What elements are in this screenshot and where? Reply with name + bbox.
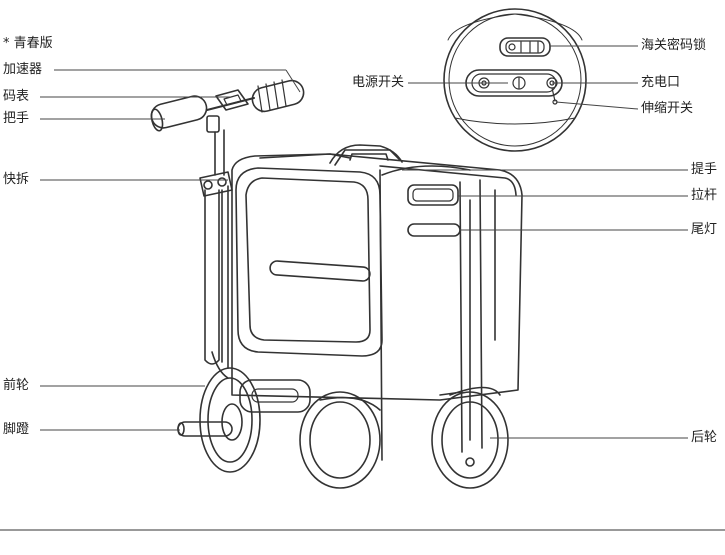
stem-and-quick-release (199, 171, 233, 379)
tail-light-part (407, 223, 461, 237)
label-accelerator: 加速器 (3, 62, 43, 77)
leader-accelerator-tip (285, 69, 301, 93)
label-speedometer: 码表 (3, 89, 30, 104)
label-charge-port: 充电口 (641, 75, 681, 90)
label-footrest: 脚蹬 (3, 422, 30, 437)
label-rear-wheel: 后轮 (691, 430, 718, 445)
label-front-wheel: 前轮 (3, 378, 30, 393)
pull-rod-part (407, 184, 459, 206)
front-wheel-part (199, 367, 261, 473)
suitcase-body (231, 153, 523, 461)
customs-lock-part (499, 37, 551, 57)
middle-wheel-part (299, 391, 381, 489)
label-handlebar: 把手 (3, 111, 30, 126)
leader-telescopic-switch (555, 101, 639, 110)
label-pull-rod: 拉杆 (691, 188, 718, 203)
footrest-part (177, 421, 233, 437)
switch-panel-part (465, 69, 563, 105)
label-telescopic-switch: 伸缩开关 (641, 101, 694, 116)
label-quick-release: 快拆 (3, 172, 30, 187)
carry-handle-part (329, 144, 403, 166)
label-tail-light: 尾灯 (691, 222, 718, 237)
front-grip-plate (239, 379, 311, 413)
label-customs-lock: 海关密码锁 (641, 38, 707, 53)
rear-wheel-part (431, 386, 509, 489)
variant-note: * 青春版 (3, 36, 53, 51)
label-power-switch: 电源开关 (351, 75, 404, 90)
handlebar-assembly (150, 79, 305, 176)
detail-zoom-circle (443, 8, 587, 152)
label-carry-handle: 提手 (691, 162, 718, 177)
